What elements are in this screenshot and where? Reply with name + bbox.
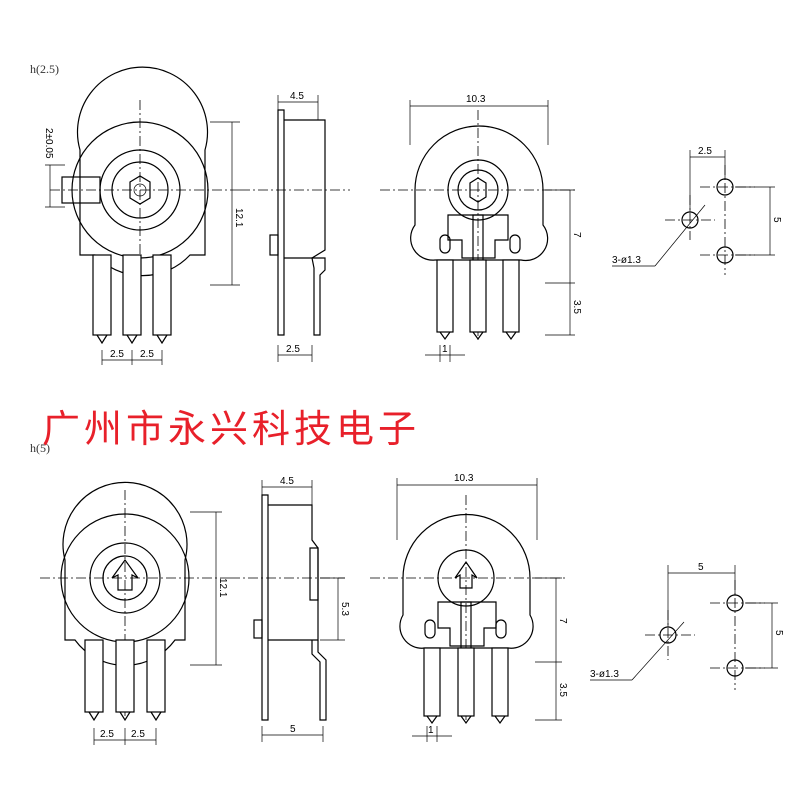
top-pcb-holes-dim: 3-ø1.3: [612, 255, 641, 266]
top-back-pin-len-dim: 3.5: [571, 300, 582, 314]
top-back-pin-width-dim: 1: [442, 344, 448, 355]
bottom-pcb-pitch-x-dim: 5: [698, 562, 704, 573]
top-side-thickness-dim: 4.5: [290, 91, 304, 102]
top-side-pin-offset-dim: 2.5: [286, 344, 300, 355]
bottom-back-pin-height-dim: 7: [557, 618, 568, 624]
top-front-pitch-right: 2.5: [140, 349, 154, 360]
bottom-back-width-dim: 10.3: [454, 473, 474, 484]
bottom-side-mid-height-dim: 5.3: [339, 602, 350, 616]
top-front-height-dim: 12.1: [233, 208, 244, 228]
top-front-view: 12.1 2±0.05 2.5 2.5: [43, 66, 244, 365]
bottom-side-pin-offset-dim: 5: [290, 724, 296, 735]
top-side-view: 4.5 2.5: [240, 91, 350, 362]
bottom-front-pitch-right: 2.5: [131, 729, 145, 740]
top-front-pitch-left: 2.5: [110, 349, 124, 360]
bottom-pcb-holes-dim: 3-ø1.3: [590, 669, 619, 680]
bottom-front-view: 12.1 2.5 2.5: [40, 481, 230, 745]
bottom-section-label: h(5): [30, 441, 50, 455]
company-name: 广州市永兴科技电子: [42, 409, 420, 451]
bottom-front-height-dim: 12.1: [217, 578, 228, 598]
bottom-pcb-pitch-y-dim: 5: [773, 630, 784, 636]
top-back-view: 10.3 7 3.5 1: [380, 94, 582, 362]
top-pcb-view: 2.5 5 3-ø1.3: [612, 146, 782, 275]
bottom-back-pin-width-dim: 1: [428, 725, 434, 736]
top-pcb-pitch-y-dim: 5: [771, 217, 782, 223]
bottom-side-thickness-dim: 4.5: [280, 476, 294, 487]
bottom-pcb-view: 5 5 3-ø1.3: [590, 562, 784, 690]
bottom-side-view: 4.5 5.3 5: [230, 476, 350, 742]
bottom-back-view: 10.3 7 3.5 1: [370, 473, 568, 742]
top-section-label: h(2.5): [30, 62, 59, 76]
top-pcb-pitch-x-dim: 2.5: [698, 146, 712, 157]
top-back-pin-height-dim: 7: [571, 232, 582, 238]
top-back-width-dim: 10.3: [466, 94, 486, 105]
top-front-slot-dim: 2±0.05: [43, 128, 54, 159]
bottom-front-pitch-left: 2.5: [100, 729, 114, 740]
bottom-back-pin-len-dim: 3.5: [557, 683, 568, 697]
